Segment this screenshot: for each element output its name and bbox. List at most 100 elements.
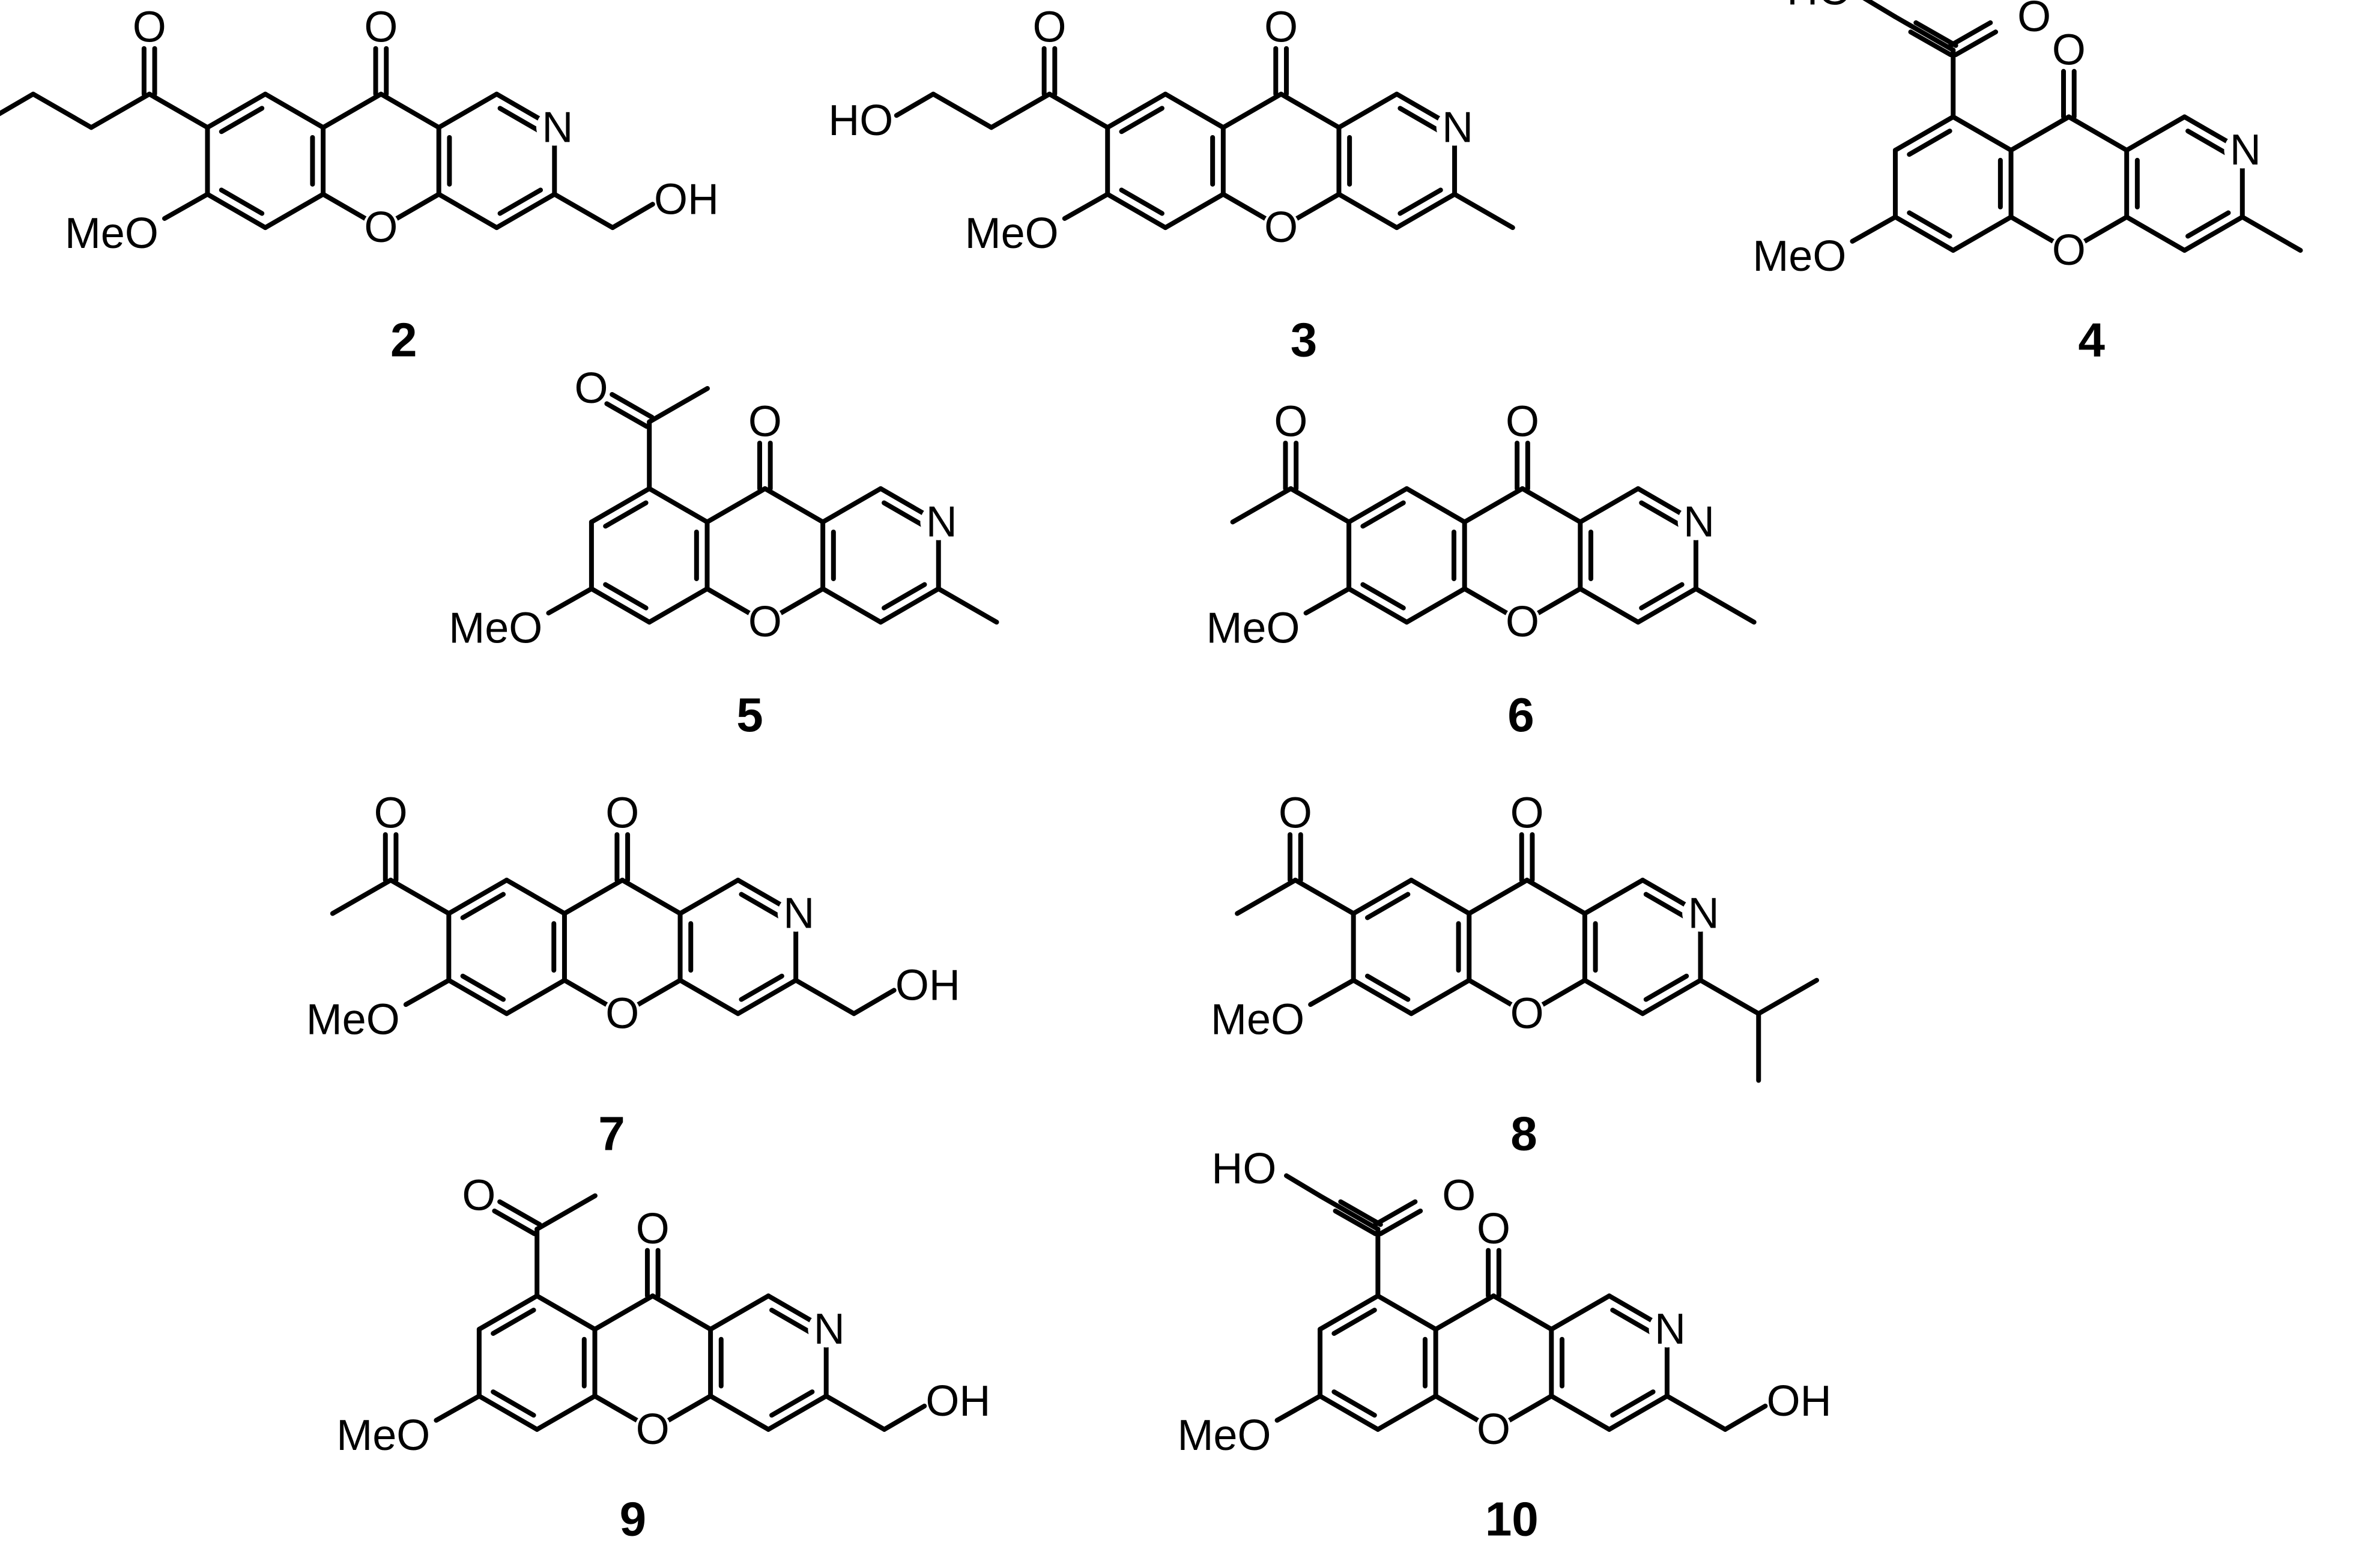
carbonyl-bond xyxy=(1908,29,1953,58)
aromatic-bond xyxy=(1351,977,1414,1016)
aromatic-bond xyxy=(446,977,509,1016)
aromatic-bond xyxy=(1397,187,1443,216)
aromatic-bond xyxy=(460,973,506,1002)
aromatic-bond xyxy=(534,1394,598,1432)
aromatic-bond xyxy=(219,106,265,134)
aromatic-bond xyxy=(1907,210,1952,239)
bond xyxy=(1288,486,1352,525)
ketone-oxygen: O xyxy=(1442,1172,1476,1220)
bond xyxy=(882,1403,927,1432)
ketone-oxygen: O xyxy=(374,790,408,838)
methoxy-group: MeO xyxy=(65,210,159,258)
compound-number: 6 xyxy=(1507,688,1534,741)
aromatic-bond xyxy=(1610,1308,1656,1336)
bond xyxy=(1520,486,1583,525)
aromatic-bond xyxy=(1318,1394,1381,1432)
bond xyxy=(388,877,452,916)
carbonyl-bond xyxy=(1948,20,1993,48)
aromatic-bond xyxy=(1397,106,1443,134)
methyl-bond xyxy=(647,386,710,424)
bond xyxy=(793,977,856,1016)
bond xyxy=(1524,877,1587,916)
carbonyl-bond xyxy=(1378,1208,1423,1236)
bond xyxy=(1862,0,1898,19)
bond xyxy=(1722,1403,1768,1432)
compound-number: 9 xyxy=(620,1492,647,1545)
aromatic-bond xyxy=(205,91,268,130)
methyl-bond xyxy=(2239,214,2303,253)
carbonyl-oxygen: O xyxy=(1510,790,1544,838)
aromatic-bond xyxy=(504,877,567,916)
bond xyxy=(1491,1293,1554,1332)
aromatic-bond xyxy=(497,106,544,134)
pyridine-nitrogen: N xyxy=(783,890,814,938)
aromatic-bond xyxy=(1549,1394,1612,1432)
carbonyl-bond xyxy=(1913,20,1958,48)
ketone-oxygen: O xyxy=(1274,398,1307,446)
aromatic-bond xyxy=(262,91,326,130)
bond xyxy=(403,977,452,1007)
aromatic-bond xyxy=(1639,500,1685,529)
aromatic-bond xyxy=(769,1308,815,1336)
ketone-oxygen: O xyxy=(574,364,608,412)
bond xyxy=(162,192,210,221)
aromatic-bond xyxy=(1351,877,1414,916)
pyridine-nitrogen: N xyxy=(1688,890,1719,938)
aromatic-bond xyxy=(219,187,265,216)
compound-4: OONMeOOHO4 xyxy=(1752,0,2303,367)
aromatic-bond xyxy=(1578,486,1641,525)
aromatic-bond xyxy=(882,500,927,529)
carbonyl-oxygen: O xyxy=(636,1205,670,1253)
ring-oxygen: O xyxy=(1477,1406,1510,1454)
aromatic-bond xyxy=(882,582,927,611)
pyridine-nitrogen: N xyxy=(814,1305,845,1353)
aromatic-bond xyxy=(766,1394,829,1432)
bond xyxy=(1317,1193,1381,1232)
aromatic-bond xyxy=(1163,91,1226,130)
pyridine-nitrogen: N xyxy=(1683,498,1715,546)
ring-oxygen: O xyxy=(636,1406,670,1454)
bond xyxy=(1292,877,1356,916)
aromatic-bond xyxy=(1375,1394,1438,1432)
pyridine-nitrogen: N xyxy=(926,498,957,546)
hydroxyl-group: HO xyxy=(828,97,893,145)
aromatic-bond xyxy=(1318,1293,1381,1332)
aromatic-bond xyxy=(1364,892,1411,920)
bond xyxy=(562,877,625,916)
aromatic-bond xyxy=(739,892,784,920)
aromatic-bond xyxy=(446,877,509,916)
aromatic-bond xyxy=(1119,187,1164,216)
methyl-bond xyxy=(1452,192,1515,231)
bond xyxy=(930,91,994,130)
aromatic-bond xyxy=(1336,192,1399,231)
aromatic-bond xyxy=(589,586,652,625)
methoxy-group: MeO xyxy=(1177,1412,1271,1460)
aromatic-bond xyxy=(589,486,652,525)
aromatic-bond xyxy=(1951,114,2014,153)
aromatic-bond xyxy=(603,500,649,529)
aromatic-bond xyxy=(491,1308,536,1336)
methyl-bond xyxy=(1235,877,1298,916)
aromatic-bond xyxy=(1346,586,1410,625)
ketone-oxygen: O xyxy=(1279,790,1312,838)
bond xyxy=(592,1293,655,1332)
aromatic-bond xyxy=(1408,877,1472,916)
ring-oxygen: O xyxy=(1510,989,1544,1037)
carbonyl-oxygen: O xyxy=(2052,26,2086,74)
bond xyxy=(989,91,1052,130)
methoxy-group: MeO xyxy=(1206,604,1300,652)
bond xyxy=(1698,977,1761,1016)
ring-oxygen: O xyxy=(748,598,782,646)
carbonyl-oxygen: O xyxy=(1506,398,1539,446)
bond xyxy=(1062,192,1110,221)
aromatic-bond xyxy=(1610,1389,1656,1418)
aromatic-bond xyxy=(2124,114,2187,153)
aromatic-bond xyxy=(534,1293,598,1332)
aromatic-bond xyxy=(647,586,710,625)
aromatic-bond xyxy=(476,1394,540,1432)
